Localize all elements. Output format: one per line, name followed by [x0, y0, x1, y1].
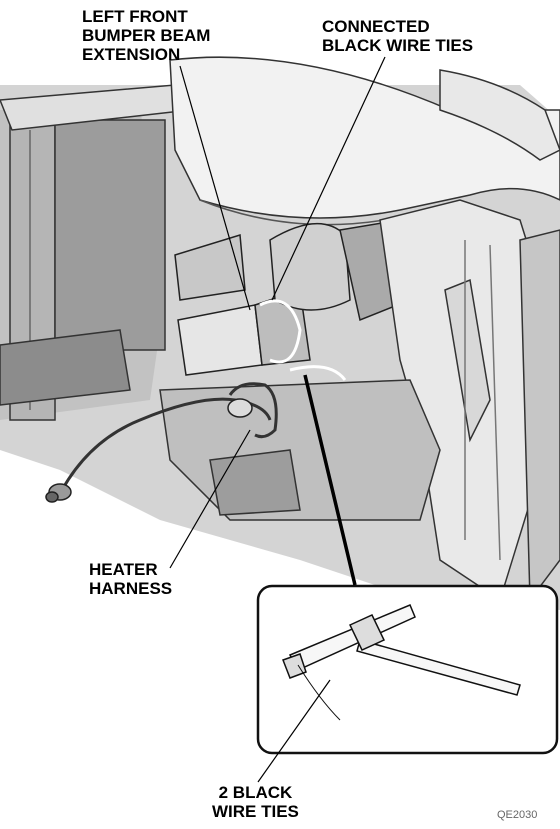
figure-code: QE2030 — [497, 809, 538, 821]
label-line: BLACK WIRE TIES — [322, 36, 474, 55]
harness-connector — [45, 398, 253, 503]
label-line: CONNECTED — [322, 17, 430, 36]
bumper-beam-extension — [174, 219, 411, 376]
label-line: WIRE TIES — [212, 802, 299, 821]
label-line: 2 BLACK — [218, 783, 293, 802]
label-line: BUMPER BEAM — [82, 26, 211, 45]
inner-fender-structure — [379, 199, 560, 603]
inset-detail-box — [256, 584, 559, 755]
leader-lines — [169, 56, 386, 783]
bumper-cover — [169, 56, 560, 226]
label-left-front-bumper-beam-extension: LEFT FRONT BUMPER BEAM EXTENSION — [82, 7, 210, 64]
label-line: HARNESS — [89, 579, 173, 598]
harness-wire-ties — [259, 299, 347, 381]
label-connected-black-wire-ties: CONNECTED BLACK WIRE TIES — [322, 17, 473, 55]
label-line: LEFT FRONT — [82, 7, 188, 26]
lower-bracket — [0, 329, 441, 521]
heater-harness-cable — [60, 382, 278, 491]
wire-tie-detail — [282, 604, 521, 721]
label-heater-harness: HEATER HARNESS — [89, 560, 172, 598]
label-line: HEATER — [89, 560, 158, 579]
label-line: EXTENSION — [82, 45, 181, 64]
label-2-black-wire-ties: 2 BLACK WIRE TIES — [212, 783, 299, 821]
